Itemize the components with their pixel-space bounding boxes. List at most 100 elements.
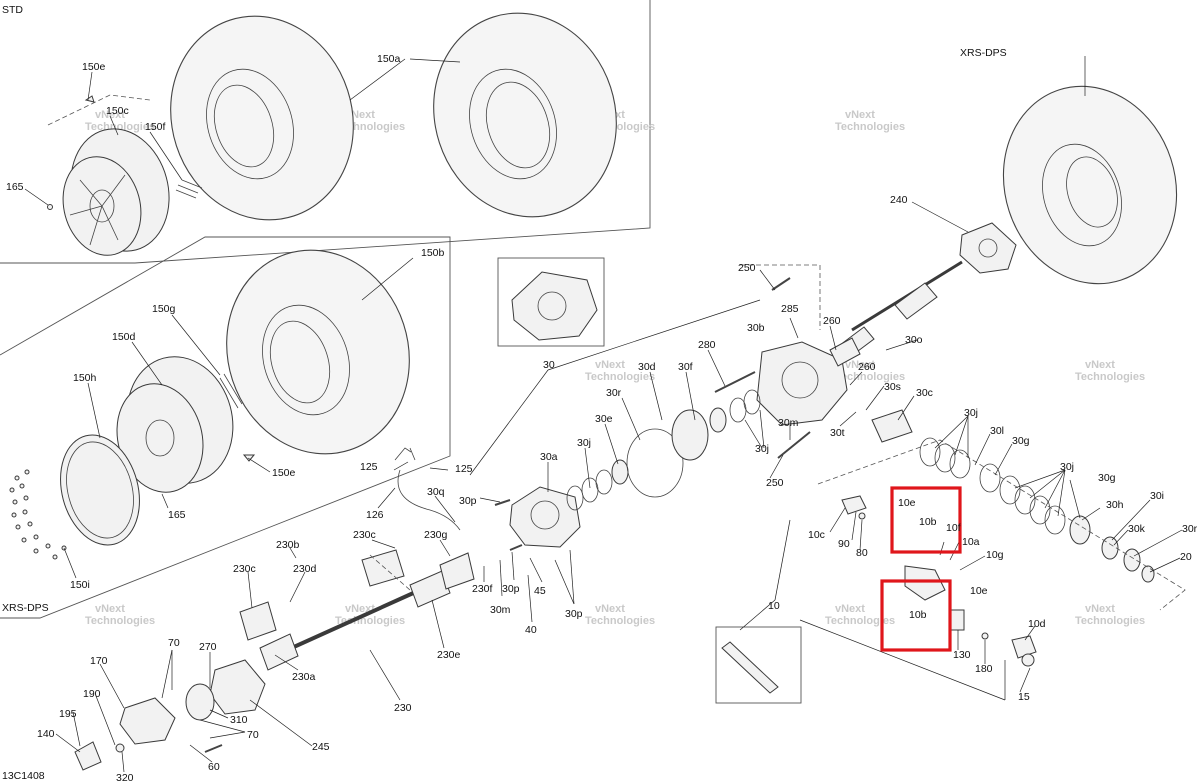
part-label: 126: [366, 509, 384, 521]
part-label: 30s: [884, 381, 901, 393]
part-label: 90: [838, 538, 850, 550]
part-label: 180: [975, 663, 993, 675]
part-label: 230g: [424, 529, 448, 541]
part-label: 245: [312, 741, 330, 753]
dashed-guides: [47, 94, 1186, 611]
part-label: 150f: [145, 121, 166, 133]
part-label: 80: [856, 547, 868, 559]
highlight-box-lower: [880, 579, 952, 652]
part-label: 10e: [898, 497, 916, 509]
part-label: 30m: [490, 604, 511, 616]
part-label: 150d: [112, 331, 136, 343]
part-label: 230c: [233, 563, 256, 575]
part-label: 10b: [909, 609, 927, 621]
knuckle-240: [959, 222, 1017, 274]
part-label: 30p: [459, 495, 477, 507]
watermark-text: vNext: [845, 109, 875, 121]
tire-xrs-left: [226, 249, 410, 455]
part-label: 30g: [1098, 472, 1116, 484]
part-label: 150i: [70, 579, 90, 591]
ring-stack-left: [566, 389, 761, 511]
hub-assembly-rear: [74, 659, 266, 771]
watermark-text: vNext: [595, 359, 625, 371]
watermark-text: Technologies: [85, 615, 155, 627]
bolts: [204, 277, 811, 753]
axle-front-right: [839, 260, 963, 358]
part-label: 310: [230, 714, 248, 726]
part-label: 30p: [565, 608, 583, 620]
part-label: 30d: [638, 361, 656, 373]
watermark-text: vNext: [95, 109, 125, 121]
part-label: 40: [525, 624, 537, 636]
tire-std-b: [433, 12, 617, 218]
watermark-text: Technologies: [585, 615, 655, 627]
part-label: 30h: [1106, 499, 1124, 511]
part-label: 240: [890, 194, 908, 206]
part-label: 230: [394, 702, 412, 714]
part-label: 260: [823, 315, 841, 327]
part-label: 30t: [830, 427, 845, 439]
breather-hose: [394, 447, 461, 531]
part-label: 230d: [293, 563, 317, 575]
highlight-box-upper: [890, 486, 962, 554]
part-label: 270: [199, 641, 217, 653]
part-label: 260: [858, 361, 876, 373]
part-label: 285: [781, 303, 799, 315]
section-label-xrs-dps-top: XRS-DPS: [960, 47, 1007, 59]
watermarks: vNext Technologies vNext Technologies vN…: [85, 109, 1150, 627]
part-label: 30c: [916, 387, 933, 399]
differential-inset-box: [497, 257, 605, 347]
part-label: 30j: [755, 443, 769, 455]
watermark-text: vNext: [595, 603, 625, 615]
watermark-text: Technologies: [835, 371, 905, 383]
part-label: 45: [534, 585, 546, 597]
part-label: 125: [455, 463, 473, 475]
part-label: 30m: [778, 417, 799, 429]
watermark-text: Technologies: [1075, 371, 1145, 383]
part-label: 320: [116, 772, 134, 783]
part-labels: 150e 150c 150f 165 150a 150b 150g 150d 1…: [6, 53, 1198, 783]
rim-std: [47, 95, 203, 256]
watermark-text: Technologies: [835, 121, 905, 133]
part-label: 30p: [502, 583, 520, 595]
part-label: 30g: [1012, 435, 1030, 447]
part-label: 250: [738, 262, 756, 274]
axle-rear-left: [259, 549, 475, 671]
part-label: 15: [1018, 691, 1030, 703]
part-label: 30l: [990, 425, 1004, 437]
part-label: 30b: [747, 322, 765, 334]
watermark-text: vNext: [95, 603, 125, 615]
propshaft-inset-box: [715, 626, 802, 704]
part-label: 10: [768, 600, 780, 612]
part-label: 30j: [577, 437, 591, 449]
section-label-std: STD: [2, 4, 23, 16]
part-label: 230b: [276, 539, 300, 551]
part-label: 20: [1180, 551, 1192, 563]
section-frames: [0, 0, 651, 619]
part-label: 230e: [437, 649, 461, 661]
part-label: 230c: [353, 529, 376, 541]
watermark-text: Technologies: [825, 615, 895, 627]
differential-housing: [509, 341, 848, 548]
part-label: 30f: [678, 361, 693, 373]
watermark-text: vNext: [1085, 603, 1115, 615]
part-label: 150a: [377, 53, 401, 65]
part-label: 150e: [272, 467, 296, 479]
part-label: 150g: [152, 303, 176, 315]
part-label: 30e: [595, 413, 613, 425]
part-label: 70: [168, 637, 180, 649]
part-label: 30k: [1128, 523, 1146, 535]
part-label: 130: [953, 649, 971, 661]
part-label: 30: [543, 359, 555, 371]
part-label: 125: [360, 461, 378, 473]
part-label: 195: [59, 708, 77, 720]
bolt-set: [9, 469, 67, 560]
part-label: 10b: [919, 516, 937, 528]
part-label: 190: [83, 688, 101, 700]
part-label: 10f: [946, 522, 961, 534]
part-label: 140: [37, 728, 55, 740]
part-label: 10d: [1028, 618, 1046, 630]
watermark-text: Technologies: [335, 615, 405, 627]
drawing-code: 13C1408: [2, 770, 45, 782]
part-label: 30r: [1182, 523, 1198, 535]
